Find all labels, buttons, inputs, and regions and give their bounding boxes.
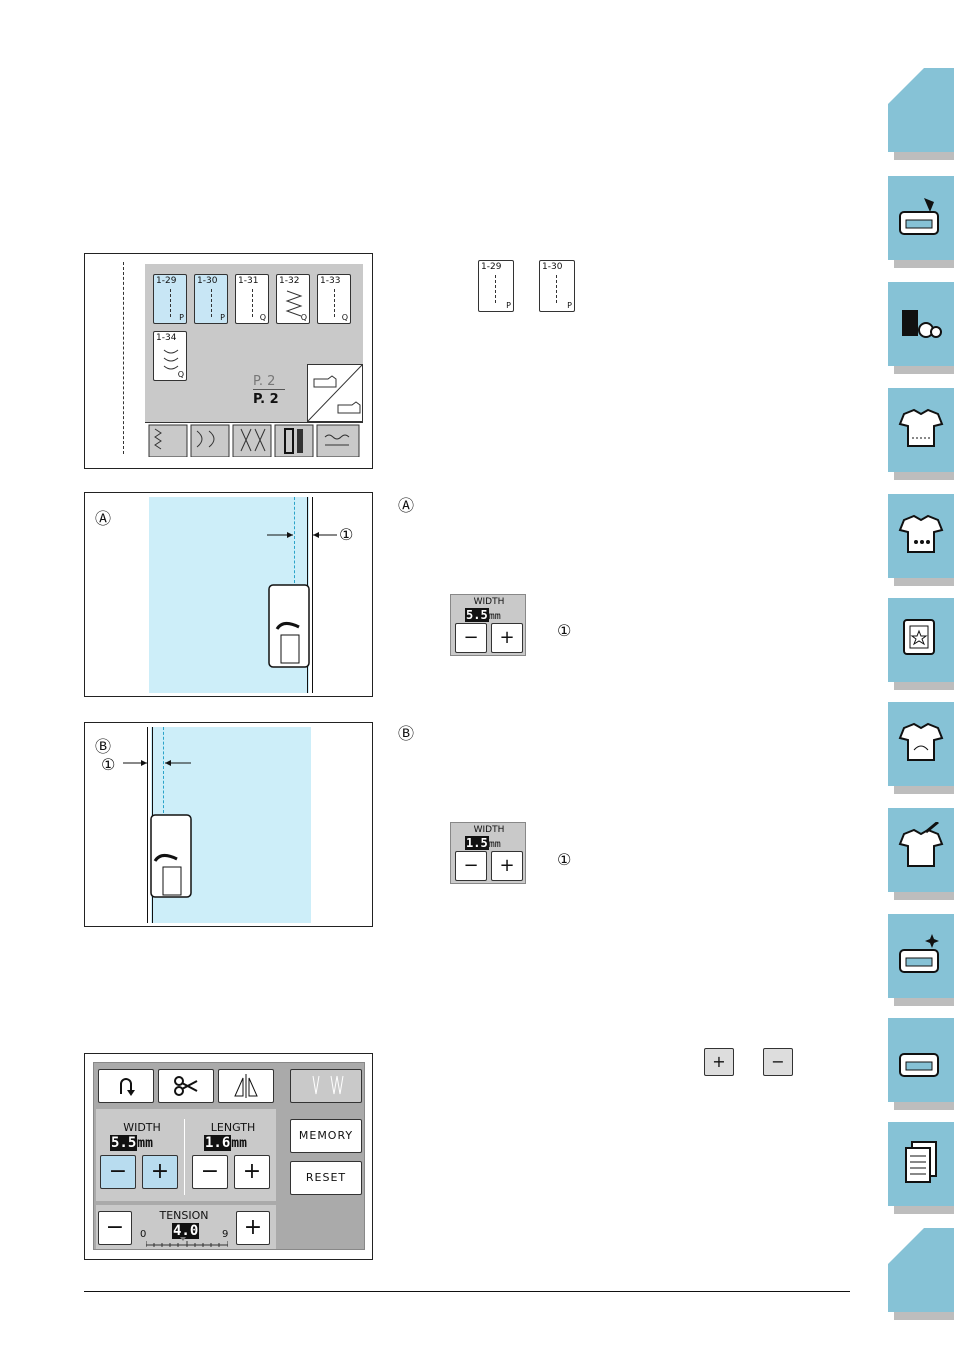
mirror-button[interactable] [218, 1069, 274, 1103]
width-plus-a[interactable]: + [491, 623, 523, 653]
marker-1-a: ① [339, 525, 354, 544]
stitch-category-bar [145, 422, 363, 458]
shirt-design-icon [898, 722, 944, 761]
figure-b: Ⓑ ① [84, 722, 373, 927]
mirror-image-icon [234, 1074, 258, 1098]
chapter-tab-1[interactable] [888, 68, 954, 160]
pointing-hand-icon [307, 364, 363, 422]
width-display-b: WIDTH 1.5mm − + [450, 822, 526, 884]
presser-foot-a [268, 584, 310, 668]
width-plus-button[interactable]: + [142, 1155, 178, 1189]
embroidery-frame-icon [903, 619, 935, 655]
sewing-machine-outline-icon [899, 1053, 939, 1077]
zigzag-stitch-icon [285, 290, 303, 317]
length-minus-button[interactable]: − [192, 1155, 228, 1189]
category-buttonhole-icon[interactable] [274, 424, 314, 458]
width-minus-a[interactable]: − [455, 623, 487, 653]
decorative-stitch-icon [163, 349, 179, 370]
distance-arrows-b [123, 760, 191, 766]
footer-rule [84, 1291, 850, 1292]
reverse-stitch-icon [120, 1078, 135, 1096]
scissors-icon [174, 1076, 198, 1096]
stitch-key-1-34[interactable]: 1-34 Q [153, 331, 187, 381]
chapter-tab-end[interactable] [888, 1228, 954, 1320]
length-plus-button[interactable]: + [234, 1155, 270, 1189]
twin-needle-icon [312, 1075, 344, 1095]
settings-figure: WIDTH 5.5mm − + LENGTH 1.6mm − + TENSION… [84, 1053, 373, 1260]
width-minus-button[interactable]: − [100, 1155, 136, 1189]
heading-marker-b: Ⓑ [398, 724, 415, 743]
category-special-icon[interactable] [316, 424, 360, 458]
settings-screen: WIDTH 5.5mm − + LENGTH 1.6mm − + TENSION… [93, 1062, 365, 1250]
chapter-tab-maintenance[interactable] [888, 914, 954, 1006]
category-wave-icon[interactable] [190, 424, 230, 458]
chapter-tab-design[interactable] [888, 702, 954, 794]
width-display-a: WIDTH 5.5mm − + [450, 594, 526, 656]
page-turn-button[interactable] [307, 364, 363, 422]
tension-plus-button[interactable]: + [236, 1211, 270, 1245]
presser-foot-b [150, 814, 192, 898]
shirt-abc-icon [898, 514, 944, 553]
sewing-machine-icon [899, 198, 939, 235]
heading-marker-a: Ⓐ [398, 496, 415, 515]
inline-minus-key: − [763, 1048, 793, 1076]
tension-scale [146, 1237, 228, 1247]
width-minus-b[interactable]: − [455, 851, 487, 881]
shirt-pen-icon [898, 822, 944, 867]
documents-icon [905, 1141, 937, 1183]
marker-1-width-b: ① [557, 850, 572, 869]
distance-arrows-a [267, 532, 337, 538]
tension-minus-button[interactable]: − [98, 1211, 132, 1245]
chapter-tab-sewing[interactable] [888, 388, 954, 480]
twin-needle-button[interactable] [290, 1069, 362, 1103]
reverse-button[interactable] [98, 1069, 154, 1103]
chapter-tab-machine[interactable] [888, 176, 954, 268]
chapter-tab-embroidery[interactable] [888, 598, 954, 690]
category-utility-icon[interactable] [148, 424, 188, 458]
chapter-tab-index[interactable] [888, 1122, 954, 1214]
category-cross-icon[interactable] [232, 424, 272, 458]
needle-line-b [163, 727, 164, 813]
thread-spool-icon [902, 310, 942, 338]
figure-a: Ⓐ ① [84, 492, 373, 697]
chapter-tab-thread[interactable] [888, 282, 954, 374]
chapter-tab-character[interactable] [888, 494, 954, 586]
reset-button[interactable]: RESET [290, 1161, 362, 1195]
needle-line-a [294, 497, 295, 583]
length-value: 1.6mm [204, 1135, 247, 1151]
page-indicator-total: P. 2 [253, 392, 279, 407]
marker-b: Ⓑ [95, 737, 112, 756]
width-value: 5.5mm [110, 1135, 153, 1151]
tension-value: 4.0 [172, 1223, 200, 1239]
width-plus-b[interactable]: + [491, 851, 523, 881]
stitch-key-1-32[interactable]: 1-32 Q [276, 274, 310, 324]
marker-a: Ⓐ [95, 509, 112, 528]
chapter-tab-appendix[interactable] [888, 1018, 954, 1110]
inline-plus-key: + [704, 1048, 734, 1076]
shirt-icon [898, 408, 944, 447]
memory-button[interactable]: MEMORY [290, 1119, 362, 1153]
marker-1-width-a: ① [557, 621, 572, 640]
marker-1-b: ① [101, 755, 116, 774]
page-indicator-current: P. 2 [253, 374, 285, 390]
machine-sparkle-icon [899, 934, 939, 973]
thread-cutter-button[interactable] [158, 1069, 214, 1103]
chapter-tab-edit[interactable] [888, 808, 954, 900]
